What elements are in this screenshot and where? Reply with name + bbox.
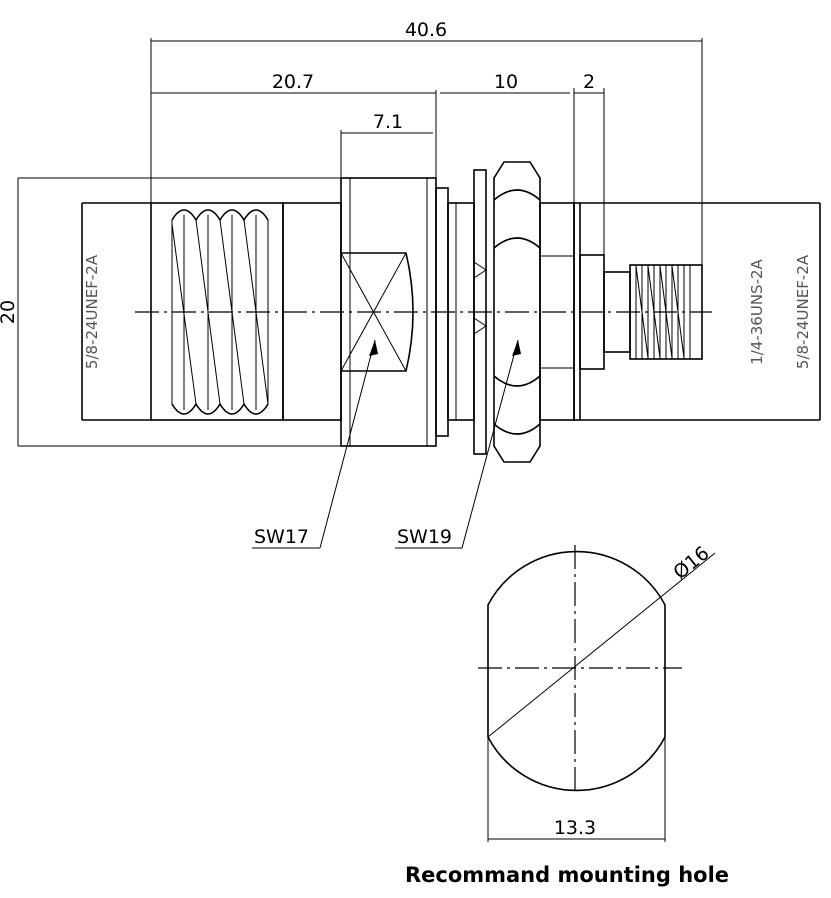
hole-diameter-label: Ø16	[669, 542, 713, 584]
right-thread-label: 5/8-24UNEF-2A	[794, 254, 812, 369]
mounting-hole-caption: Recommand mounting hole	[405, 863, 729, 887]
mounting-hole	[478, 545, 716, 842]
sw19-label: SW19	[397, 526, 452, 548]
nut-length-label: 10	[494, 71, 518, 93]
sw17-label: SW17	[254, 526, 309, 548]
overall-length-label: 40.6	[405, 19, 447, 41]
hex-length-label: 7.1	[373, 111, 403, 133]
wrench-callouts	[252, 339, 521, 549]
dimension-labels: 40.6 20.7 10 2 7.1 20	[0, 19, 595, 324]
small-thread-label: 1/4-36UNS-2A	[748, 258, 766, 364]
dimension-lines	[17, 38, 703, 447]
hole-flat-width-label: 13.3	[554, 817, 596, 839]
body-length-label: 20.7	[272, 71, 314, 93]
flange-thickness-label: 2	[583, 71, 595, 93]
left-thread-label: 5/8-24UNEF-2A	[83, 254, 101, 369]
height-label: 20	[0, 300, 19, 324]
